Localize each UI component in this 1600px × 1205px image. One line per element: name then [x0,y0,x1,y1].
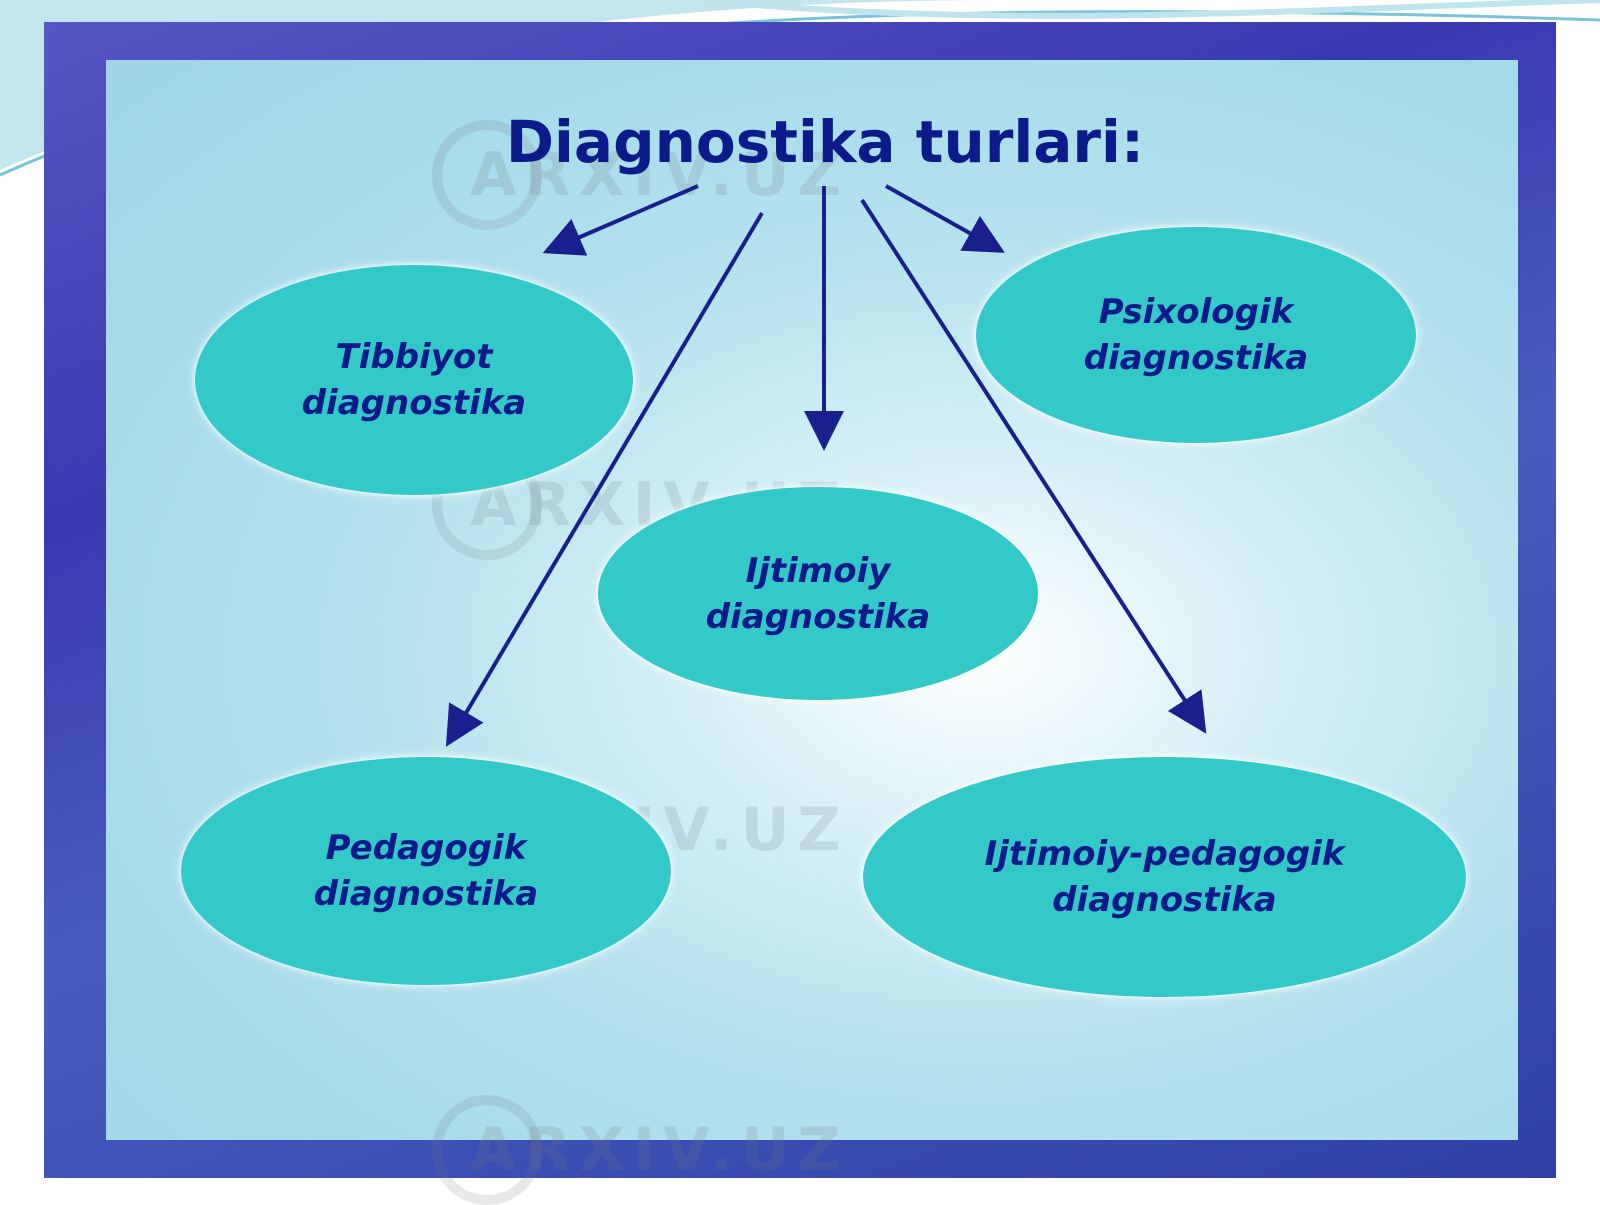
node-psixologik: Psixologik diagnostika [976,227,1416,443]
diagram-title: Diagnostika turlari: [505,108,1145,176]
arrow-to-ijtimoiy-pedagogik [860,198,1207,734]
node-ijtimoiy: Ijtimoiy diagnostika [598,487,1038,700]
arrow-to-tibbiyot [542,184,699,256]
watermark: ARXIV.UZ [470,1115,849,1185]
arrow-to-psixologik [885,184,1005,253]
node-ijtimoiy-pedagogik-label: Ijtimoiy-pedagogik diagnostika [984,834,1345,920]
node-psixologik-label: Psixologik diagnostika [1083,292,1309,378]
node-pedagogik: Pedagogik diagnostika [181,757,671,985]
node-ijtimoiy-pedagogik: Ijtimoiy-pedagogik diagnostika [863,757,1466,997]
watermark-ring-icon [432,120,542,230]
node-pedagogik-label: Pedagogik diagnostika [313,828,539,914]
node-tibbiyot: Tibbiyot diagnostika [195,265,633,495]
node-ijtimoiy-label: Ijtimoiy diagnostika [705,550,931,637]
arrow-to-pedagogik [445,211,764,747]
watermark: ARXIV.UZ [470,140,849,210]
node-tibbiyot-label: Tibbiyot diagnostika [301,337,527,423]
